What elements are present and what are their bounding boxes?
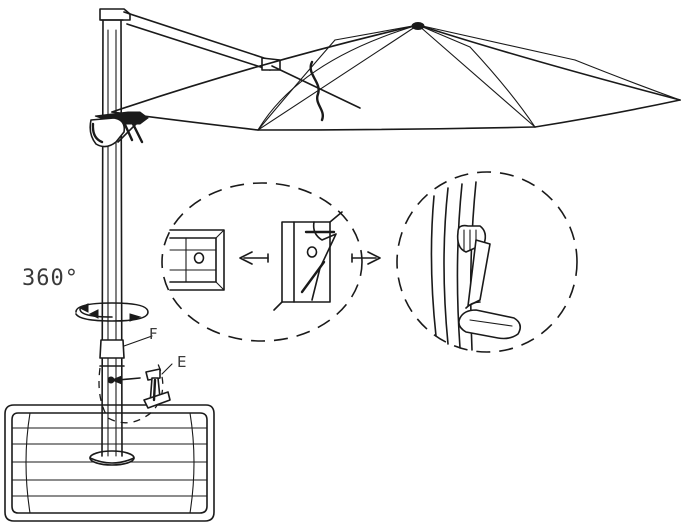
part-label-f: F (149, 325, 158, 343)
rotate-360-icon (75, 302, 149, 322)
pole-foot (89, 450, 135, 466)
crank-handle-icon (143, 368, 171, 409)
crank-detail-circle (396, 171, 578, 353)
support-arm (123, 11, 361, 109)
canopy (111, 22, 681, 131)
rotation-label: 360° (22, 266, 79, 291)
slot-detail-circle (161, 182, 363, 342)
tilt-bracket (89, 111, 149, 148)
part-label-e: E (177, 353, 187, 371)
arrow-right-icon (351, 251, 381, 265)
crank-insert-detail (98, 335, 173, 424)
umbrella-pole (99, 8, 131, 457)
